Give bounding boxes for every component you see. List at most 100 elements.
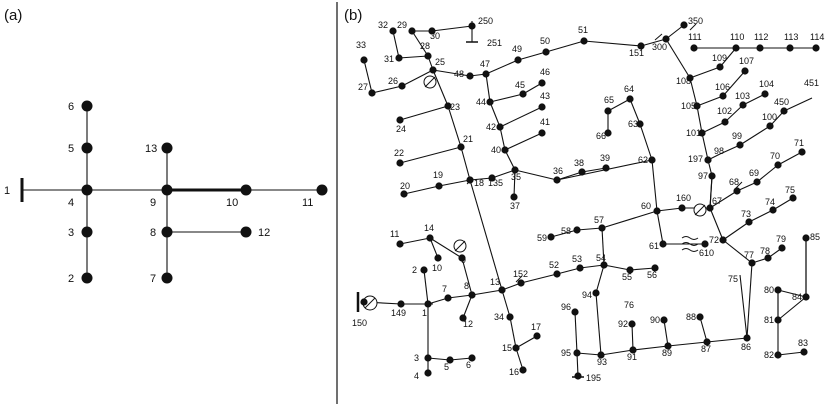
node-50 <box>542 48 550 56</box>
edge-14-11 <box>399 237 431 245</box>
node-label-62: 62 <box>638 155 648 165</box>
node-label-250: 250 <box>478 16 493 26</box>
node-2 <box>420 266 428 274</box>
node-10 <box>434 254 442 262</box>
node-88 <box>696 313 704 321</box>
transformer-icon <box>681 236 699 252</box>
node-77 <box>748 259 756 267</box>
node-89 <box>664 342 672 350</box>
edge-109-110 <box>719 47 737 68</box>
node-label-36: 36 <box>553 166 563 176</box>
node-label-31: 31 <box>384 54 394 64</box>
edge-42-40 <box>499 126 506 151</box>
node-152 <box>517 279 525 287</box>
node-label-300: 300 <box>652 42 667 52</box>
panel-a-label: (a) <box>4 7 22 24</box>
edge-58-59 <box>550 229 578 238</box>
node-39 <box>602 164 610 172</box>
edge-91-89 <box>632 345 669 351</box>
node-label-98: 98 <box>714 146 724 156</box>
node-45 <box>519 90 527 98</box>
node-109 <box>716 63 724 71</box>
node-103 <box>739 101 747 109</box>
node-label-81: 81 <box>764 315 774 325</box>
edge-47-44 <box>485 73 491 103</box>
node-label-6: 6 <box>466 360 471 370</box>
node-label-87: 87 <box>701 344 711 354</box>
node-label-44: 44 <box>476 97 486 107</box>
node-label-3: 3 <box>414 353 419 363</box>
node-label-101: 101 <box>686 128 701 138</box>
edge-68-69 <box>736 181 758 192</box>
node-label-74: 74 <box>765 197 775 207</box>
panel-b-label: (b) <box>344 7 362 24</box>
edge-35-37 <box>513 169 516 198</box>
edge-55-56 <box>629 267 656 271</box>
edge-105-101 <box>696 105 703 134</box>
node-label-66: 66 <box>596 131 606 141</box>
node-label-6: 6 <box>68 101 74 113</box>
node-38 <box>578 168 586 176</box>
node-104 <box>761 90 769 98</box>
edge-75-86 <box>739 274 748 339</box>
node-label-80: 80 <box>764 285 774 295</box>
node-label-2: 2 <box>412 265 417 275</box>
node-15 <box>512 344 520 352</box>
node-91 <box>629 346 637 354</box>
node-94 <box>592 289 600 297</box>
node-13 <box>161 142 173 154</box>
node-label-79: 79 <box>776 234 786 244</box>
node-label-93: 93 <box>597 357 607 367</box>
edge-87-86 <box>706 337 748 343</box>
node-85 <box>802 234 810 242</box>
edge-101-197 <box>701 132 709 161</box>
node-350 <box>680 21 688 29</box>
edge-35-36 <box>514 169 558 181</box>
node-5 <box>81 142 93 154</box>
node-110 <box>732 44 740 52</box>
edge-108-105 <box>689 77 698 107</box>
node-label-3: 3 <box>68 227 74 239</box>
node-label-41: 41 <box>540 117 550 127</box>
node-95 <box>573 349 581 357</box>
node-8 <box>161 226 173 238</box>
node-label-106: 106 <box>715 82 730 92</box>
node-67 <box>706 204 714 212</box>
edge-15-16 <box>515 347 524 371</box>
node-97 <box>708 172 716 180</box>
node-label-19: 19 <box>433 170 443 180</box>
node-label-108: 108 <box>676 76 691 86</box>
edge-57-60 <box>601 210 658 229</box>
edge-52-53 <box>556 267 581 275</box>
edge-300-108 <box>665 38 691 79</box>
edge-70-71 <box>777 151 803 166</box>
node-label-16: 16 <box>509 367 519 377</box>
node-300 <box>662 35 670 43</box>
node-11 <box>396 240 404 248</box>
node-label-source: 1 <box>4 185 10 197</box>
edge-32-31 <box>392 30 400 59</box>
node-250 <box>468 22 476 30</box>
node-42 <box>496 123 504 131</box>
edge-450-451x <box>783 97 813 112</box>
node-label-38: 38 <box>574 158 584 168</box>
node-label-95: 95 <box>561 348 571 358</box>
node-label-197: 197 <box>688 154 703 164</box>
node-label-23: 23 <box>450 102 460 112</box>
edge-54-57 <box>601 227 605 266</box>
node-label-64: 64 <box>624 84 634 94</box>
node-70 <box>774 161 782 169</box>
switch-icon <box>689 23 697 31</box>
node-78 <box>764 254 772 262</box>
node-72 <box>719 236 727 244</box>
edge-81-84 <box>777 296 807 321</box>
node-43 <box>538 103 546 111</box>
node-64 <box>626 95 634 103</box>
node-label-9: 9 <box>150 197 156 209</box>
node-label-114: 114 <box>810 32 824 42</box>
node-label-70: 70 <box>770 151 780 161</box>
node-label-73: 73 <box>741 209 751 219</box>
node-6 <box>468 354 476 362</box>
